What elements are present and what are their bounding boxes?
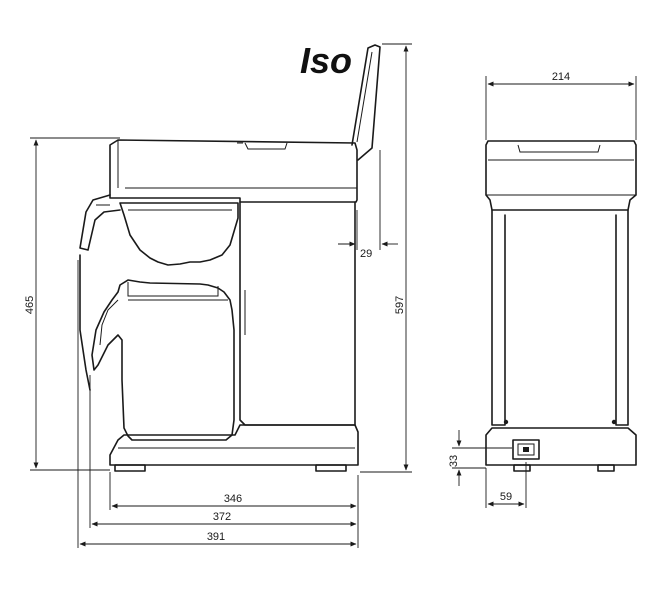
power-socket-inner bbox=[517, 443, 535, 456]
open-lid bbox=[351, 44, 381, 161]
spout bbox=[79, 194, 121, 251]
front-view bbox=[485, 140, 637, 472]
carafe bbox=[91, 279, 235, 441]
side-dimensions: 465 597 29 346 372 391 bbox=[24, 43, 412, 548]
dim-label-59: 59 bbox=[500, 491, 512, 503]
dim-label-346: 346 bbox=[224, 493, 242, 505]
front-top-housing bbox=[485, 140, 637, 211]
dim-label-29: 29 bbox=[360, 248, 372, 260]
top-housing bbox=[109, 139, 358, 203]
front-support bbox=[79, 254, 91, 391]
dim-label-33: 33 bbox=[448, 455, 460, 467]
lid-top-detail bbox=[244, 142, 288, 150]
front-left-column bbox=[491, 209, 506, 426]
power-socket bbox=[512, 439, 540, 460]
dim-label-465: 465 bbox=[24, 296, 36, 314]
dim-label-597: 597 bbox=[394, 296, 406, 314]
front-left-screw bbox=[503, 419, 509, 425]
dim-label-372: 372 bbox=[213, 511, 231, 523]
base-plate bbox=[109, 424, 359, 466]
filter-basket bbox=[119, 202, 239, 266]
power-socket-pin bbox=[523, 447, 529, 452]
title-label: Iso bbox=[300, 40, 352, 81]
side-view bbox=[79, 44, 381, 472]
front-base bbox=[485, 427, 637, 466]
front-lid-detail bbox=[517, 144, 601, 153]
dim-label-214: 214 bbox=[552, 71, 570, 83]
front-right-column bbox=[615, 209, 629, 426]
open-lid-inner bbox=[356, 51, 373, 143]
foot-rear bbox=[315, 464, 347, 472]
front-foot-right bbox=[597, 464, 615, 472]
front-dimensions: 214 33 59 bbox=[448, 71, 637, 508]
carafe-handle-inner bbox=[99, 299, 119, 346]
dim-label-391: 391 bbox=[207, 531, 225, 543]
front-right-screw bbox=[611, 419, 617, 425]
foot-front bbox=[114, 464, 146, 472]
carafe-lid bbox=[127, 282, 219, 297]
rear-column bbox=[239, 201, 356, 426]
front-foot-left bbox=[513, 464, 531, 472]
